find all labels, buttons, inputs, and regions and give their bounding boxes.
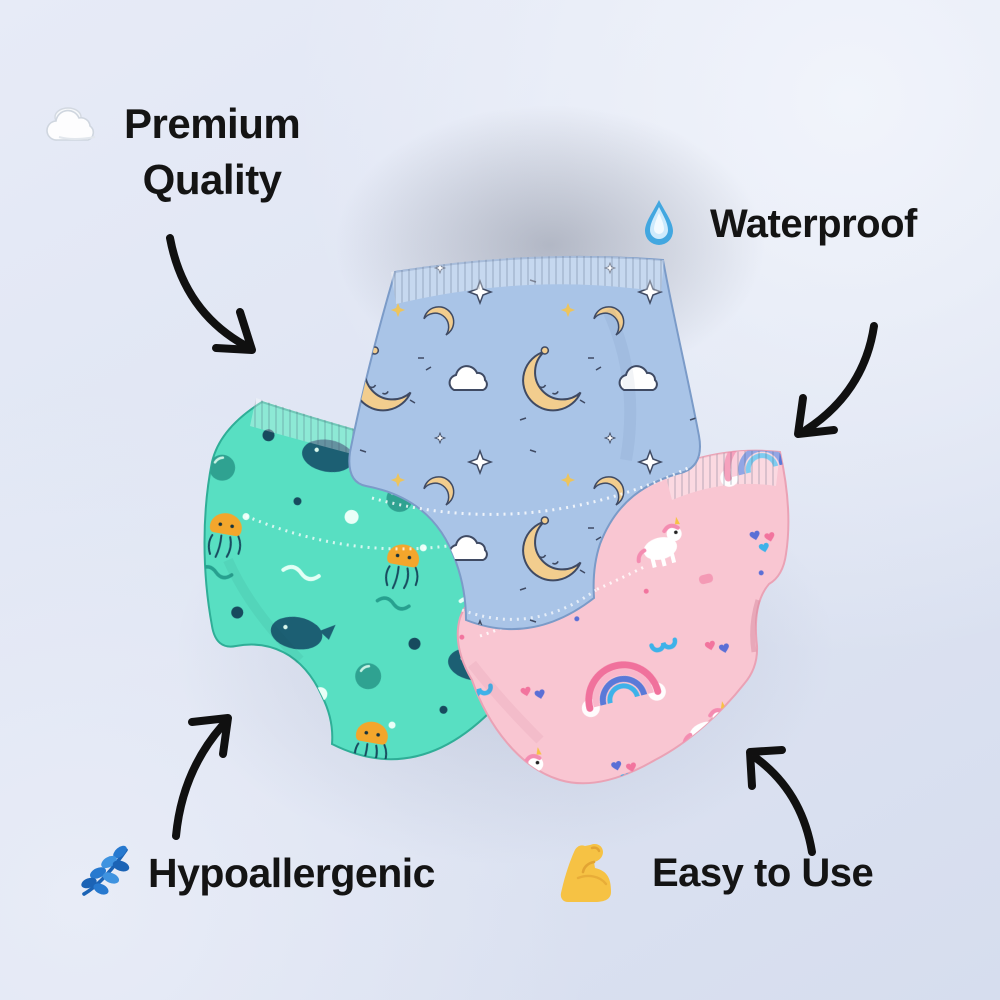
cloud-icon	[46, 104, 100, 151]
feature-label-premium: Premium	[124, 100, 301, 147]
arrow-premium-quality	[166, 234, 256, 354]
feature-label-easy-to-use: Easy to Use	[652, 851, 874, 895]
feature-easy-to-use: Easy to Use	[556, 840, 874, 907]
feature-premium-quality: Premium Quality	[46, 96, 301, 208]
water-droplet-icon	[642, 198, 676, 251]
feature-hypoallergenic: Hypoallergenic	[76, 842, 435, 905]
feature-label-hypoallergenic: Hypoallergenic	[148, 850, 435, 896]
arrows	[166, 234, 878, 856]
arrow-easy-to-use	[746, 746, 816, 856]
arrow-waterproof	[794, 322, 878, 438]
feature-label-quality: Quality	[142, 156, 282, 203]
herb-leaf-icon	[76, 842, 134, 905]
feature-waterproof: Waterproof	[642, 198, 917, 251]
flexed-bicep-icon	[556, 840, 612, 907]
product-moon-pant	[348, 255, 701, 631]
feature-label-waterproof: Waterproof	[710, 202, 917, 246]
arrow-hypoallergenic	[172, 714, 232, 840]
